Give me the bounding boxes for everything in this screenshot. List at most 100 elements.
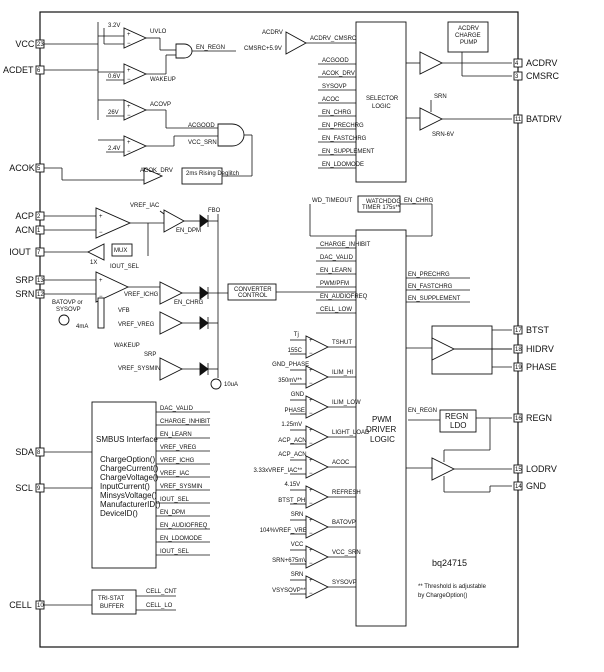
selector-input: ACGOOD [322, 58, 349, 64]
smbus-func: ChargeCurrent() [100, 464, 159, 473]
comp-input-b: BTST_PH [278, 498, 305, 504]
pwm-input: PWM/PFM [320, 281, 349, 287]
vref-vreg-label: VREF_VREG [118, 322, 155, 328]
gain-label: 1X [90, 260, 97, 266]
smbus-output: CHARGE_INHIBIT [160, 419, 211, 425]
svg-text:+: + [127, 104, 131, 110]
pin-number: 23 [37, 42, 44, 48]
svg-text:+: + [99, 278, 103, 284]
selector-input: EN_SUPPLEMENT [322, 149, 375, 155]
ua10-label: 10uA [224, 382, 238, 388]
comp-input-b: 3.33xVREF_IAC** [254, 468, 303, 474]
comp-input-b: 155C [288, 348, 303, 354]
wakeup-ref: 0.6V [108, 74, 120, 80]
comp-input-a: GND_PHASE [272, 362, 309, 368]
pin-label: ACP [15, 211, 34, 221]
wakeup2-label: WAKEUP [114, 343, 140, 349]
smbus-output: IOUT_SEL [160, 497, 190, 503]
smbus-output: VREF_VREG [160, 445, 197, 451]
comp-input-b: SRN+675mV [272, 558, 307, 564]
pin-label: VCC [15, 39, 35, 49]
en-chrg-label: EN_CHRG [174, 300, 204, 306]
comp-output: VCC_SRN [332, 550, 361, 556]
smbus-output: EN_LDOMODE [160, 536, 202, 542]
vfb-label: VFB [118, 308, 130, 314]
pin-label: CELL [9, 600, 32, 610]
svg-text:+: + [309, 338, 313, 344]
pin-number: 18 [515, 347, 522, 353]
smbus-func: InputCurrent() [100, 482, 150, 491]
comp-output: ACOC [332, 460, 350, 466]
pin-label: BATDRV [526, 114, 562, 124]
uvlo-section: +− 3.2V UVLO EN_REGN +− 0.6V WAKEUP +− 2… [44, 22, 253, 185]
smbus-output: VREF_SYSMIN [160, 484, 202, 490]
uvlo-label: UVLO [150, 29, 167, 35]
acgood-label: ACGOOD [188, 123, 215, 129]
acdrv-in: ACDRV [262, 30, 283, 36]
en-dpm-label: EN_DPM [176, 228, 201, 234]
pwm-input: CHARGE_INHIBIT [320, 242, 371, 248]
smbus-section: SMBUS Interface ChargeOption()ChargeCurr… [44, 401, 211, 569]
vcc-srn-label: VCC_SRN [188, 140, 217, 146]
selector-input: EN_CHRG [322, 110, 352, 116]
pwm-output: EN_PRECHRG [408, 272, 450, 278]
comp-input-b: ACP_ACN [278, 438, 306, 444]
pin-label: IOUT [9, 247, 31, 257]
srn-6v: SRN-6V [432, 132, 454, 138]
smbus-output: DAC_VALID [160, 406, 194, 412]
pin-label: REGN [526, 413, 552, 423]
comp-output: TSHUT [332, 340, 352, 346]
pin-label: CMSRC [526, 71, 559, 81]
vref-ichg: VREF_ICHG [124, 292, 159, 298]
smbus-output: EN_LEARN [160, 432, 192, 438]
comp-input-a: 1.25mV [281, 422, 302, 428]
iout-sel-label: IOUT_SEL [110, 264, 140, 270]
comp-input-a: Tj [294, 332, 299, 338]
svg-text:+: + [309, 548, 313, 554]
comp-input-b: 104%VREF_VREG [260, 528, 312, 534]
smbus-title: SMBUS Interface [96, 435, 158, 444]
pin-number: 4 [515, 61, 519, 67]
smbus-output: VREF_ICHG [160, 458, 195, 464]
pin-label: SCL [15, 483, 33, 493]
pin-label: LODRV [526, 464, 557, 474]
selector-input: EN_PRECHRG [322, 123, 364, 129]
pin-label: SDA [15, 447, 34, 457]
pin-number: 7 [37, 250, 41, 256]
acgood-ref: 2.4V [108, 146, 120, 152]
smbus-func: ChargeOption() [100, 455, 155, 464]
comparator-tshut: Tj 155C + − TSHUT [288, 332, 356, 359]
smbus-func: ManufacturerID() [100, 500, 161, 509]
pin-label: ACDET [3, 65, 34, 75]
acok-drv-label: ACOK_DRV [140, 168, 173, 174]
svg-text:−: − [309, 351, 313, 357]
smbus-func: ChargeVoltage() [100, 473, 159, 482]
svg-text:−: − [309, 471, 313, 477]
pin-label: HIDRV [526, 344, 554, 354]
vref-sysmin-label: VREF_SYSMIN [118, 366, 160, 372]
